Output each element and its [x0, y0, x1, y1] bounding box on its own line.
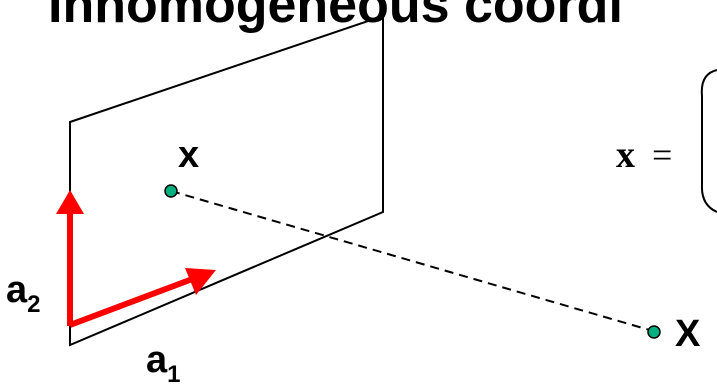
a1-label-base: a — [146, 339, 168, 381]
a2-arrowhead — [56, 190, 84, 214]
image-plane — [69, 14, 384, 347]
image-point-dot — [164, 184, 178, 198]
world-point-label: X — [675, 313, 701, 355]
slide-title: Inhomogeneous coordi — [48, 0, 623, 34]
image-point-label: x — [178, 134, 199, 176]
a2-label: a2 — [6, 269, 41, 318]
a1-label: a1 — [146, 339, 181, 388]
world-point-dot — [647, 325, 661, 339]
projection-ray — [170, 190, 654, 332]
a1-arrowhead — [185, 268, 216, 295]
equation-lhs: x — [616, 134, 635, 176]
equation-equals: = — [652, 135, 672, 175]
a2-label-sub: 2 — [27, 291, 40, 318]
a1-arrow-shaft — [68, 275, 197, 328]
a1-label-sub: 1 — [167, 361, 180, 388]
equation-left-paren — [700, 69, 717, 213]
a2-label-base: a — [6, 269, 28, 311]
